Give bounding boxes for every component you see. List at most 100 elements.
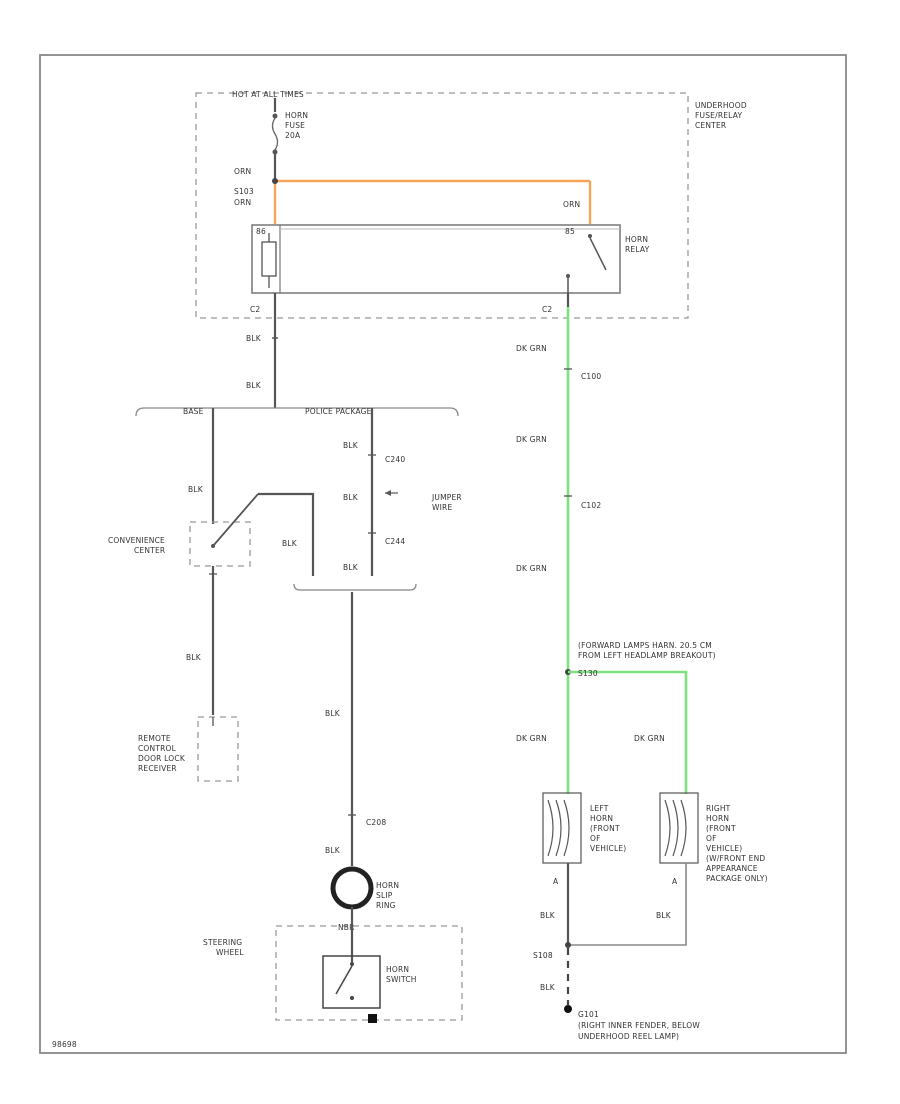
dk-grn-label-1: DK GRN: [516, 344, 547, 353]
underhood-label-1: UNDERHOOD: [695, 101, 747, 110]
jumper-wire-arrowhead: [385, 490, 391, 496]
police-package-label: POLICE PACKAGE: [305, 407, 372, 416]
left-horn-label-5: VEHICLE): [590, 844, 626, 853]
horn-relay-label-2: RELAY: [625, 245, 650, 254]
horn-switch-ground-terminal: [368, 1014, 377, 1023]
fuse-terminal-top: [272, 113, 278, 119]
nbr-label: NBR: [338, 923, 355, 932]
s103-orn-label: ORN: [234, 198, 251, 207]
right-horn-label-1: RIGHT: [706, 804, 731, 813]
diagram-border: [39, 54, 847, 1054]
blk-label-9: BLK: [325, 709, 341, 718]
left-horn-label-1: LEFT: [590, 804, 609, 813]
left-horn-label-2: HORN: [590, 814, 613, 823]
relay-contact-top: [588, 234, 592, 238]
blk-label-12: BLK: [656, 911, 672, 920]
horn-fuse-label-3: 20A: [285, 131, 301, 140]
horn-relay-box: [251, 224, 621, 294]
horn-switch-arm: [335, 965, 353, 995]
blk-label-6: BLK: [282, 539, 298, 548]
steering-wheel-box: [275, 925, 463, 1021]
g101-label-2: (RIGHT INNER FENDER, BELOW: [578, 1021, 700, 1030]
right-horn-label-3: (FRONT: [706, 824, 736, 833]
blk-label-7: BLK: [343, 563, 359, 572]
relay-pin-85-label: 85: [565, 227, 575, 236]
underhood-label-3: CENTER: [695, 121, 726, 130]
blk-label-4: BLK: [188, 485, 204, 494]
forward-lamps-label-1: (FORWARD LAMPS HARN. 20.5 CM: [578, 641, 712, 650]
c102-label: C102: [581, 501, 601, 510]
base-label: BASE: [183, 407, 204, 416]
horn-fuse-symbol: [271, 117, 279, 151]
steering-wheel-label-2: WHEEL: [216, 948, 244, 957]
lower-harness-bracket: [293, 583, 417, 591]
horn-slip-ring-label-2: SLIP: [376, 891, 393, 900]
s130-label: S130: [578, 669, 598, 678]
blk-label-3: BLK: [343, 441, 359, 450]
blk-label-11: BLK: [540, 911, 556, 920]
s103-label: S103: [234, 187, 254, 196]
horn-switch-label-2: SWITCH: [386, 975, 417, 984]
a-right-label: A: [672, 877, 678, 886]
convenience-switch-arm: [212, 493, 259, 547]
right-horn-label-4: OF: [706, 834, 717, 843]
dk-grn-label-4: DK GRN: [516, 734, 547, 743]
remote-control-label-2: CONTROL: [138, 744, 177, 753]
s108-label: S108: [533, 951, 553, 960]
right-horn-label-2: HORN: [706, 814, 729, 823]
convenience-center-box: [189, 521, 251, 567]
harness-bracket: [135, 407, 459, 417]
horn-slip-ring-label-3: RING: [376, 901, 396, 910]
c2-right-label: C2: [542, 305, 552, 314]
hot-at-all-times-label: HOT AT ALL TIMES: [232, 90, 304, 99]
jumper-wire-label-1: JUMPER: [431, 493, 462, 502]
horn-slip-ring-label-1: HORN: [376, 881, 399, 890]
jumper-wire-label-2: WIRE: [432, 503, 452, 512]
right-horn-label-6: (W/FRONT END: [706, 854, 765, 863]
s103-splice-dot: [272, 178, 278, 184]
underhood-fuse-relay-center-box: [195, 92, 689, 319]
remote-control-label-4: RECEIVER: [138, 764, 177, 773]
horn-switch-contact-bottom: [350, 996, 354, 1000]
g101-label-3: UNDERHOOD REEL LAMP): [578, 1032, 679, 1041]
right-horn-label-8: PACKAGE ONLY): [706, 874, 768, 883]
horn-slip-ring-symbol: [330, 866, 374, 910]
left-horn-label-3: (FRONT: [590, 824, 620, 833]
c100-label: C100: [581, 372, 601, 381]
left-horn-symbol: [542, 792, 582, 864]
blk-label-10: BLK: [325, 846, 341, 855]
relay-contact-bottom: [566, 274, 570, 278]
blk-label-13: BLK: [540, 983, 556, 992]
horn-relay-label-1: HORN: [625, 235, 648, 244]
c240-label: C240: [385, 455, 405, 464]
relay-switch-arm: [589, 237, 607, 271]
right-horn-ground-wire: [568, 863, 687, 946]
right-horn-symbol: [659, 792, 699, 864]
fuse-terminal-bottom: [272, 149, 278, 155]
g101-ground-terminal: [564, 1005, 572, 1013]
forward-lamps-label-2: FROM LEFT HEADLAMP BREAKOUT): [578, 651, 716, 660]
convenience-center-label-1: CONVENIENCE: [108, 536, 165, 545]
blk-label-2: BLK: [246, 381, 262, 390]
dk-grn-label-2: DK GRN: [516, 435, 547, 444]
relay-pin-86-label: 86: [256, 227, 266, 236]
convenience-center-label-2: CENTER: [134, 546, 165, 555]
dk-grn-label-3: DK GRN: [516, 564, 547, 573]
horn-switch-label-1: HORN: [386, 965, 409, 974]
dk-grn-label-5: DK GRN: [634, 734, 665, 743]
blk-label-1: BLK: [246, 334, 262, 343]
steering-wheel-label-1: STEERING: [203, 938, 242, 947]
horn-switch-box: [322, 955, 381, 1009]
right-horn-label-7: APPEARANCE: [706, 864, 758, 873]
c2-left-label: C2: [250, 305, 260, 314]
underhood-label-2: FUSE/RELAY: [695, 111, 742, 120]
blk-label-8: BLK: [186, 653, 202, 662]
c244-label: C244: [385, 537, 405, 546]
right-horn-label-5: VEHICLE): [706, 844, 742, 853]
remote-control-label-3: DOOR LOCK: [138, 754, 186, 763]
remote-control-label-1: REMOTE: [138, 734, 171, 743]
orn-label-1: ORN: [234, 167, 251, 176]
blk-label-5: BLK: [343, 493, 359, 502]
